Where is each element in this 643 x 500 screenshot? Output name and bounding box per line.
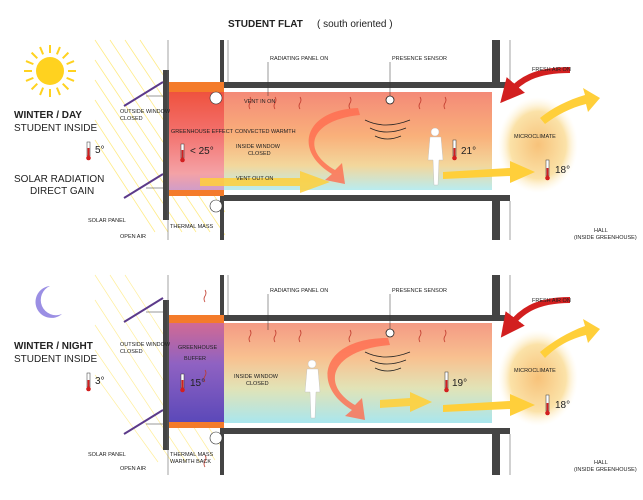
sun-ray <box>25 60 34 66</box>
night-panel: WINTER / NIGHT STUDENT INSIDE 3° <box>14 274 637 475</box>
day-label-microclimate: MICROCLIMATE <box>514 134 556 140</box>
day-label-thermal-mass: THERMAL MASS <box>170 224 214 230</box>
night-label-fresh-air: FRESH AIR ON <box>532 298 571 304</box>
day-label-inside-win-2: CLOSED <box>248 151 271 157</box>
solar-panel <box>123 297 164 435</box>
day-temp-room: 21° <box>461 146 476 157</box>
night-temp-buffer: 15° <box>190 378 205 389</box>
day-label-hall-1: HALL <box>594 228 608 234</box>
thermometer-icon <box>86 141 91 161</box>
night-label-presence: PRESENCE SENSOR <box>392 288 447 294</box>
person-icon <box>304 359 321 419</box>
day-airflow-arrows <box>200 88 600 193</box>
sun-ray <box>30 51 38 59</box>
diagram-subtitle: ( south oriented ) <box>317 19 393 30</box>
night-label-hall-2: (INSIDE GREENHOUSE) <box>574 467 637 473</box>
night-label-inside-win-1: INSIDE WINDOW <box>234 374 279 380</box>
day-gain-line2: DIRECT GAIN <box>30 186 94 197</box>
night-heading: WINTER / NIGHT <box>14 341 93 352</box>
day-label-window-2: CLOSED <box>120 116 143 122</box>
day-label-hall-2: (INSIDE GREENHOUSE) <box>574 235 637 241</box>
thermometer-icon <box>86 372 91 392</box>
night-airflow-arrows <box>327 319 600 420</box>
day-label-open-air: OPEN AIR <box>120 234 146 240</box>
day-label-inside-win-1: INSIDE WINDOW <box>236 144 281 150</box>
night-label-window-1: OUTSIDE WINDOW <box>120 342 171 348</box>
day-greenhouse-zone <box>169 88 224 195</box>
day-label-fresh-air: FRESH AIR ON <box>532 67 571 73</box>
person-icon <box>427 127 444 186</box>
day-heading: WINTER / DAY <box>14 110 82 121</box>
night-label-solar-panel: SOLAR PANEL <box>88 452 126 458</box>
day-label-window-1: OUTSIDE WINDOW <box>120 109 171 115</box>
thermometer-icon <box>180 371 550 416</box>
night-temp-hall: 18° <box>555 400 570 411</box>
solar-panel <box>123 81 164 199</box>
day-label-radiating: RADIATING PANEL ON <box>270 56 328 62</box>
night-temp-room: 19° <box>452 378 467 389</box>
sun-ray <box>55 46 61 55</box>
night-label-inside-win-2: CLOSED <box>246 381 269 387</box>
night-label-thermal-2: WARMTH BACK <box>170 459 211 465</box>
day-label-vent-in: VENT IN ON <box>244 99 275 105</box>
night-label-greenhouse-1: GREENHOUSE <box>178 345 217 351</box>
thermometer-icon <box>180 139 550 181</box>
sun-ray <box>62 51 70 59</box>
day-outside-temp: 5° <box>95 145 105 156</box>
sun-ray <box>39 46 45 55</box>
day-temp-greenhouse: < 25° <box>190 146 214 157</box>
night-label-open-air: OPEN AIR <box>120 466 146 472</box>
night-greenhouse-zone <box>169 321 224 428</box>
night-subheading: STUDENT INSIDE <box>14 354 97 365</box>
day-label-vent-out: VENT OUT ON <box>236 176 273 182</box>
sun-ray <box>30 83 38 91</box>
night-label-window-2: CLOSED <box>120 349 143 355</box>
night-label-greenhouse-2: BUFFER <box>184 356 206 362</box>
night-label-thermal-1: THERMAL MASS <box>170 452 214 458</box>
night-label-hall-1: HALL <box>594 460 608 466</box>
night-label-radiating: RADIATING PANEL ON <box>270 288 328 294</box>
sun-ray <box>62 83 70 91</box>
day-panel: WINTER / DAY STUDENT INSIDE 5° SOLAR RAD… <box>14 39 637 241</box>
sun-ray <box>25 76 34 82</box>
radiating-panel-icon <box>248 96 447 110</box>
sun-ray <box>66 76 75 82</box>
sun-icon <box>24 45 76 97</box>
moon-icon <box>35 286 62 318</box>
sun-ray <box>66 60 75 66</box>
day-label-solar-panel: SOLAR PANEL <box>88 218 126 224</box>
night-label-microclimate: MICROCLIMATE <box>514 368 556 374</box>
sun-ray <box>39 87 45 96</box>
radiating-panel-icon <box>203 289 447 468</box>
day-label-convected: CONVECTED WARMTH <box>235 129 296 135</box>
day-subheading: STUDENT INSIDE <box>14 123 97 134</box>
sound-wave-icon <box>364 95 411 140</box>
day-temp-hall: 18° <box>555 165 570 176</box>
day-label-presence: PRESENCE SENSOR <box>392 56 447 62</box>
sun-ray <box>55 87 61 96</box>
day-label-greenhouse: GREENHOUSE EFFECT <box>171 129 234 135</box>
diagram-title: STUDENT FLAT <box>228 19 303 30</box>
night-outside-temp: 3° <box>95 376 105 387</box>
day-gain-line1: SOLAR RADIATION <box>14 174 104 185</box>
